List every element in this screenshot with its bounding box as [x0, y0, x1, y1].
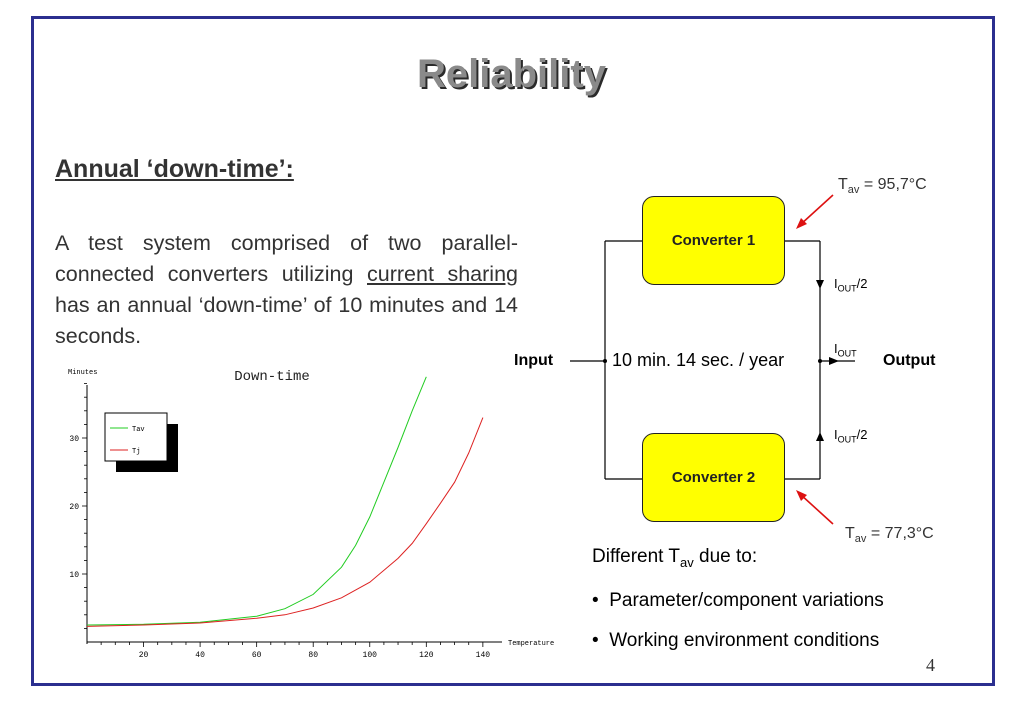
bullet-text: Working environment conditions — [609, 630, 880, 651]
notes-lead-text: Different T — [592, 546, 681, 567]
converter-2-block: Converter 2 — [642, 433, 785, 522]
legend-label-tj: Tj — [132, 448, 140, 456]
current-symbol: I — [834, 276, 838, 291]
temp-value-bottom: = 77,3°C — [866, 525, 934, 542]
y-tick-label: 20 — [69, 503, 79, 512]
converter-2-label: Converter 2 — [671, 469, 756, 486]
chart-title: Down-time — [234, 369, 310, 385]
current-half: /2 — [856, 427, 868, 442]
legend-label-tav: Tav — [132, 426, 145, 434]
node-output — [818, 359, 822, 363]
arrow-i-bottom-up-icon — [816, 432, 824, 441]
slide-frame — [31, 16, 995, 686]
temp-value-top: = 95,7°C — [859, 176, 927, 193]
temp-subscript: av — [854, 533, 867, 546]
slide-title: Reliability — [417, 52, 606, 96]
legend-box — [104, 412, 168, 462]
description-text-2: has an annual ‘down-time’ of 10 minutes … — [55, 293, 518, 348]
current-bottom-label: IOUT/2 — [834, 427, 867, 445]
notes-lead-subscript: av — [680, 554, 694, 570]
arrowhead-bottom-temp-icon — [796, 490, 807, 501]
current-symbol: I — [834, 341, 838, 356]
current-out-label: IOUT — [834, 341, 857, 359]
temp-subscript: av — [847, 184, 860, 197]
y-axis-label: Minutes — [68, 369, 97, 377]
bullet-marker: • — [592, 590, 599, 611]
arrowhead-top-temp-icon — [796, 218, 807, 229]
node-input — [603, 359, 607, 363]
x-tick-label: 120 — [419, 651, 434, 660]
converter-1-block: Converter 1 — [642, 196, 785, 285]
arrow-i-top-down-icon — [816, 280, 824, 289]
arrow-i-out-right-icon — [829, 357, 839, 365]
y-tick-label: 30 — [69, 435, 79, 444]
x-tick-label: 40 — [195, 651, 205, 660]
y-tick-label: 10 — [69, 571, 79, 580]
temp-symbol: T — [838, 176, 848, 193]
current-subscript: OUT — [837, 348, 857, 359]
current-subscript: OUT — [837, 283, 857, 294]
x-tick-label: 20 — [139, 651, 149, 660]
converter-1-label: Converter 1 — [671, 232, 756, 249]
temp-converter-2: Tav = 77,3°C — [845, 525, 934, 545]
x-tick-label: 60 — [252, 651, 262, 660]
series-line-tj — [86, 417, 484, 627]
current-subscript: OUT — [837, 434, 857, 445]
section-heading: Annual ‘down-time’: — [55, 155, 294, 183]
bullet-text: Parameter/component variations — [609, 590, 884, 611]
temp-converter-1: Tav = 95,7°C — [838, 176, 927, 196]
notes-lead: Different Tav due to: — [592, 546, 757, 570]
temp-symbol: T — [845, 525, 855, 542]
page-number: 4 — [926, 655, 935, 675]
current-top-label: IOUT/2 — [834, 276, 867, 294]
arrow-top-temp — [799, 194, 834, 226]
output-label: Output — [883, 352, 936, 369]
description-text-1: A test system comprised of two parallel-… — [55, 231, 518, 286]
x-axis-label: Temperature — [508, 640, 554, 648]
downtime-chart: 20 40 60 80 100 120 140 10 20 30 MinutesTemperatur… — [68, 369, 554, 660]
x-tick-label: 140 — [476, 651, 491, 660]
current-half: /2 — [856, 276, 868, 291]
bullet-marker: • — [592, 630, 599, 651]
input-label: Input — [514, 352, 554, 369]
notes-bullet-2: • Working environment conditions — [592, 630, 879, 652]
x-tick-label: 100 — [363, 651, 378, 660]
x-tick-label: 80 — [308, 651, 318, 660]
series-line-tav — [86, 376, 427, 626]
notes-lead-text-2: due to: — [693, 546, 758, 567]
current-sharing-term: current sharing — [367, 262, 518, 286]
downtime-center-label: 10 min. 14 sec. / year — [612, 350, 785, 370]
arrow-bottom-temp — [799, 493, 834, 525]
current-symbol: I — [834, 427, 838, 442]
notes-bullet-1: • Parameter/component variations — [592, 590, 884, 612]
description-paragraph: A test system comprised of two parallel-… — [55, 228, 518, 352]
